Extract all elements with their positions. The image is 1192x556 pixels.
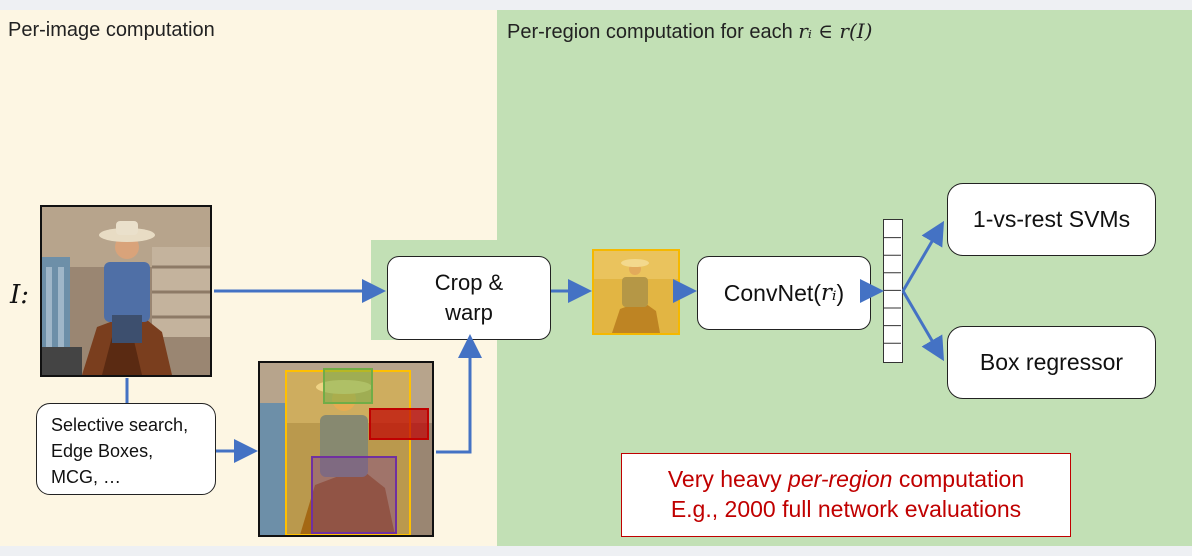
convnet-close-paren: ) [836,279,845,306]
note-line-1: Very heavy per-region computation [622,464,1070,494]
input-image [40,205,212,377]
note-line-1-end: computation [892,466,1025,492]
warped-region-image [592,249,680,335]
proposal-methods-box: Selective search, Edge Boxes, MCG, … [36,403,216,495]
convnet-label: ConvNet( [723,279,821,306]
per-region-title-math: rᵢ ∈ r(I) [798,19,873,43]
arrow-features-to-regressor [901,290,945,362]
computation-note: Very heavy per-region computation E.g., … [621,453,1071,537]
box-regressor-box: Box regressor [947,326,1156,399]
note-line-2: E.g., 2000 full network evaluations [670,496,1022,522]
region-proposals-photo-icon [260,363,432,535]
per-region-title: Per-region computation for each rᵢ ∈ r(I… [507,19,872,44]
note-emphasis: per-region [788,466,893,492]
input-label: I: [10,280,30,310]
arrow-regions-to-crop [436,334,482,454]
proposal-methods-list: Selective search, Edge Boxes, MCG, … [51,412,188,490]
note-line-1-start: Very heavy [667,466,789,492]
cowboy-photo-icon [42,207,210,375]
feature-vector-cells [884,237,901,344]
convnet-box: ConvNet(rᵢ) [697,256,871,330]
proposal-method: Selective search, [51,415,189,435]
svm-classifier-box: 1-vs-rest SVMs [947,183,1156,256]
proposal-method: MCG, … [51,467,121,487]
convnet-input-math: rᵢ [820,280,837,306]
warped-region-photo-icon [594,251,678,333]
region-proposals-image [258,361,434,537]
proposal-method: Edge Boxes, [51,441,154,461]
arrow-features-to-svm [901,220,945,292]
crop-warp-box: Crop & warp [387,256,551,340]
per-region-title-text: Per-region computation for each [507,21,793,43]
per-image-title: Per-image computation [8,19,215,41]
